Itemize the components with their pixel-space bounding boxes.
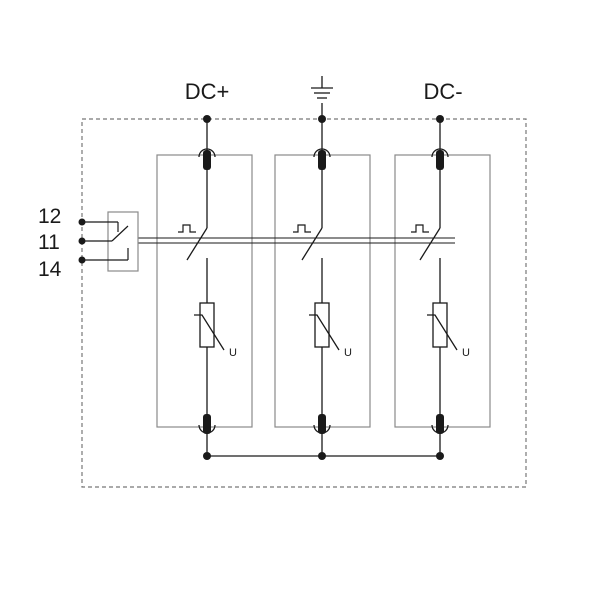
thermal-trigger <box>293 224 311 233</box>
terminal-node <box>436 115 444 123</box>
disconnect-switch <box>301 227 323 261</box>
varistor-slash <box>309 314 340 351</box>
bottom-fuse <box>436 414 444 434</box>
connector-arc <box>198 148 216 158</box>
contact-blade <box>111 225 129 242</box>
ground-icon <box>311 76 333 99</box>
terminal-node <box>203 115 211 123</box>
module-dc-plus: U <box>156 115 253 460</box>
varistor-u-label: U <box>344 347 352 359</box>
terminal-node <box>318 115 326 123</box>
varistor-slash <box>427 314 458 351</box>
disconnect-switch <box>186 227 208 261</box>
module-dc-minus: U <box>394 115 491 460</box>
module-housing <box>394 154 491 428</box>
varistor-u-label: U <box>462 347 470 359</box>
dc-minus-label: DC- <box>423 79 462 104</box>
contact-housing <box>107 211 139 272</box>
thermal-fuse <box>203 150 211 170</box>
bottom-fuse <box>203 414 211 434</box>
pin-14-label: 14 <box>38 258 62 281</box>
varistor <box>314 302 330 348</box>
module-housing <box>156 154 253 428</box>
remote-signal-contact <box>78 211 139 272</box>
mechanical-linkage <box>138 237 455 244</box>
varistor <box>199 302 215 348</box>
dc-plus-label: DC+ <box>185 79 230 104</box>
thermal-trigger <box>411 224 429 233</box>
thermal-fuse <box>318 150 326 170</box>
pin-12-node <box>78 218 86 226</box>
varistor-u-label: U <box>229 347 237 359</box>
pin-11-label: 11 <box>38 231 60 254</box>
disconnect-switch <box>419 227 441 261</box>
pin-11-node <box>78 237 86 245</box>
thermal-fuse <box>436 150 444 170</box>
thermal-trigger <box>178 224 196 233</box>
pin-14-node <box>78 256 86 264</box>
module-ground: U <box>274 103 371 460</box>
bottom-fuse <box>318 414 326 434</box>
varistor <box>432 302 448 348</box>
enclosure-outline <box>81 118 527 488</box>
varistor-slash <box>194 314 225 351</box>
pin-12-label: 12 <box>38 205 61 228</box>
